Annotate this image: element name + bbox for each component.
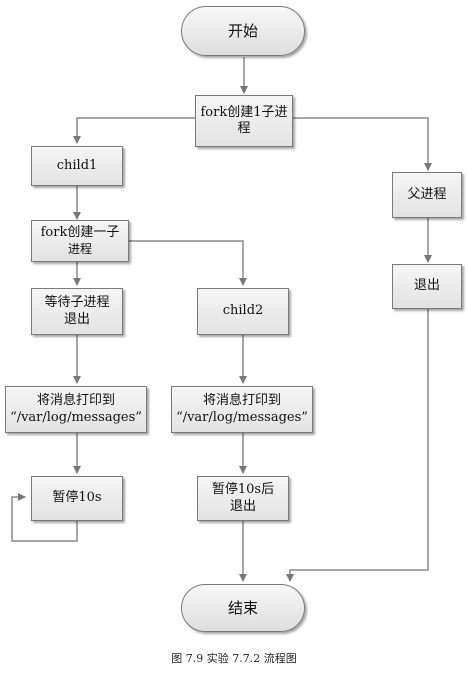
wait-child-label: 等待子进程 退出: [44, 295, 110, 327]
parent-process-node: 父进程: [392, 172, 462, 218]
log1-node-label: 将消息打印到 “/var/log/messages”: [10, 393, 142, 425]
child2-node-label: child2: [222, 303, 264, 319]
child2-node: child2: [197, 288, 289, 335]
sleep1-node: 暂停10s: [31, 476, 123, 521]
log1-node: 将消息打印到 “/var/log/messages”: [5, 386, 147, 433]
sleep2-node: 暂停10s后 退出: [197, 476, 289, 521]
log2-node: 将消息打印到 “/var/log/messages”: [171, 386, 313, 433]
sleep1-node-label: 暂停10s: [52, 490, 102, 506]
fork1-node: fork创建1子进 程: [195, 95, 293, 147]
log2-node-label: 将消息打印到 “/var/log/messages”: [176, 393, 308, 425]
parent-exit-node: 退出: [392, 264, 462, 309]
arrow-fork1-child1: [73, 117, 244, 144]
fork2-node-label-line2: 进程: [67, 241, 92, 256]
arrow-fork2-child2: [77, 240, 247, 286]
fork2-node: fork创建一子 进程: [31, 220, 129, 262]
fork2-node-label-line1: fork创建一子: [40, 225, 120, 241]
parent-exit-label: 退出: [413, 278, 440, 294]
arrow-fork1-parent: [244, 117, 432, 171]
wait-child-node: 等待子进程 退出: [31, 288, 123, 335]
end-node-label: 结束: [227, 598, 258, 617]
fork1-node-label: fork创建1子进 程: [200, 104, 288, 136]
arrow-sleep1-loop: [11, 493, 78, 542]
start-node-label: 开始: [227, 21, 258, 40]
figure-caption: 图 7.9 实验 7.7.2 流程图: [171, 652, 297, 665]
parent-process-label: 父进程: [407, 186, 447, 202]
child1-node-label: child1: [56, 157, 98, 173]
end-node: 结束: [181, 584, 305, 632]
child1-node: child1: [31, 146, 123, 186]
sleep2-node-label: 暂停10s后 退出: [211, 482, 275, 514]
start-node: 开始: [181, 6, 305, 56]
arrow-parent-exit-end: [286, 309, 429, 582]
